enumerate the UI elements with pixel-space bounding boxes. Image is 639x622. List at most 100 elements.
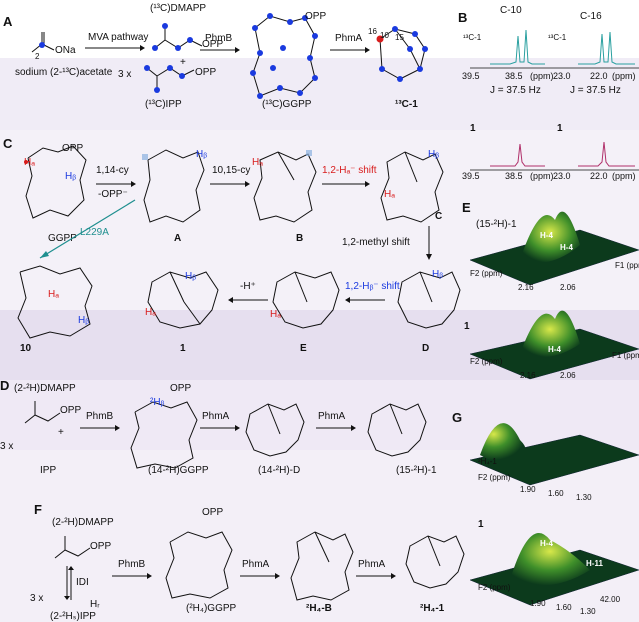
panel-a-letter: A xyxy=(3,14,13,29)
ipp-opp: OPP xyxy=(195,67,217,78)
d-D-label: (14-²H)-D xyxy=(258,465,301,476)
f-B-label: ²H₄-B xyxy=(306,603,332,614)
phmb-label-a: PhmB xyxy=(205,33,233,44)
c-arrow-down xyxy=(426,226,432,260)
c-ggpp-structure xyxy=(24,145,87,219)
g-surface-top xyxy=(469,423,639,486)
ggpp-13c-label: (¹³C)GGPP xyxy=(262,99,312,110)
c-10-ha: Hₐ xyxy=(48,289,59,300)
c-arrow-minusH xyxy=(228,297,268,303)
f-ggpp-opp: OPP xyxy=(202,507,224,518)
e-label: (15-²H)-1 xyxy=(476,219,517,230)
d-ipp: IPP xyxy=(40,465,57,476)
sodium-acetate-label: sodium (2-¹³C)acetate xyxy=(15,67,113,78)
c-step3: 1,2-Hₐ⁻ shift xyxy=(322,165,377,176)
d-phma-arrow-1 xyxy=(200,425,240,431)
c-l229a: L229A xyxy=(80,227,109,238)
d-ggpp-structure xyxy=(130,401,198,469)
c-hb-1: Hᵦ xyxy=(65,171,77,182)
b-axis1-c: (ppm) xyxy=(530,71,554,81)
c-C-ha: Hₐ xyxy=(384,189,395,200)
plus-a: + xyxy=(180,57,186,68)
d-plus: + xyxy=(58,427,64,438)
c-1-hb: Hᵦ xyxy=(185,271,197,282)
c-E-ha: Hₐ xyxy=(270,309,281,320)
product-13c-structure xyxy=(376,26,428,82)
c-D-structure xyxy=(397,271,461,329)
d-phma-arrow-2 xyxy=(316,425,356,431)
f-idi-arrow xyxy=(64,566,74,600)
ggpp-opp: OPP xyxy=(305,11,327,22)
ggpp-13c-structure xyxy=(250,13,318,99)
d-D-structure xyxy=(245,403,305,457)
dmapp-opp: OPP xyxy=(202,39,224,50)
g-surface-bottom xyxy=(469,533,639,606)
c-B-structure xyxy=(253,150,317,223)
mva-arrow xyxy=(85,45,145,51)
acetate-ona: ONa xyxy=(55,45,76,56)
f-phmb: PhmB xyxy=(118,559,146,570)
f-dmapp: (2-²H)DMAPP xyxy=(52,517,114,528)
d-ggpp-label: (14-²H)GGPP xyxy=(148,465,209,476)
b-axis3-b: 38.5 xyxy=(505,171,523,181)
b-one-b: 1 xyxy=(557,123,563,134)
g-t3-top: 1.30 xyxy=(576,493,592,502)
c-D-label: D xyxy=(422,343,430,354)
b-axis1-b: 38.5 xyxy=(505,71,523,81)
e-peak1: H-4 xyxy=(540,231,553,240)
c-methyl-shift: 1,2-methyl shift xyxy=(342,237,410,248)
prod-n15: 15 xyxy=(395,33,404,42)
panel-d-letter: D xyxy=(0,378,10,393)
b-j2: J = 37.5 Hz xyxy=(570,85,621,96)
d-dmapp-structure xyxy=(24,401,61,424)
prod-n10: 10 xyxy=(380,31,389,40)
f-ggpp-structure xyxy=(165,531,233,599)
d-dmapp: (2-²H)DMAPP xyxy=(14,383,76,394)
d-phmb-arrow xyxy=(80,425,120,431)
d-opp: OPP xyxy=(170,383,192,394)
c-A-label: A xyxy=(174,233,182,244)
g-f2-top: F2 (ppm) xyxy=(478,473,511,482)
d-phma1: PhmA xyxy=(202,411,230,422)
band-a-lower xyxy=(0,58,639,130)
f-prod-label: ²H₄-1 xyxy=(420,603,445,614)
d-prod-label: (15-²H)-1 xyxy=(396,465,437,476)
b-axis4-a: 23.0 xyxy=(553,171,571,181)
e-f2: F2 (ppm) xyxy=(470,269,503,278)
mid-t2: 2.06 xyxy=(560,371,576,380)
f-B-structure xyxy=(290,531,354,601)
d-phmb: PhmB xyxy=(86,411,114,422)
panel-f-letter: F xyxy=(34,502,42,517)
g-f1-t1: 42.00 xyxy=(600,595,621,604)
g-peak-h11: H-11 xyxy=(586,559,603,568)
c-E-structure xyxy=(272,271,340,329)
b-spectrum-top xyxy=(470,29,639,69)
band-d xyxy=(0,380,639,450)
g-peak-h4: H-4 xyxy=(540,539,553,548)
c-ggpp-label: GGPP xyxy=(48,233,77,244)
c-opp-1: OPP xyxy=(62,143,84,154)
c-1-ha: Hₐ xyxy=(145,307,156,318)
c-arrow-3 xyxy=(322,181,370,187)
f-ggpp-label: (²H₄)GGPP xyxy=(186,603,237,614)
g-t2-top: 1.60 xyxy=(548,489,564,498)
b-c1-b: ¹³C-1 xyxy=(548,33,567,42)
f-phma1: PhmA xyxy=(242,559,270,570)
mid-f2: F2 (ppm) xyxy=(470,357,503,366)
f-ipp: (2-²Hₛ)IPP xyxy=(50,611,96,622)
c-step1: 1,14-cy xyxy=(96,165,129,176)
c-B-label: B xyxy=(296,233,304,244)
c-D-hb: Hᵦ xyxy=(432,269,444,280)
panel-e-letter: E xyxy=(462,200,471,215)
f-dmapp-structure xyxy=(54,536,91,559)
dmapp-13c: (¹³C)DMAPP xyxy=(150,3,207,14)
b-c16-label: C-16 xyxy=(580,11,602,22)
c-C-structure xyxy=(380,151,444,223)
mva-label: MVA pathway xyxy=(88,32,149,43)
b-j1: J = 37.5 Hz xyxy=(490,85,541,96)
c-l229a-arrow xyxy=(39,199,136,259)
c-step2: 10,15-cy xyxy=(212,165,251,176)
e-t2: 2.06 xyxy=(560,283,576,292)
b-axis2-a: 23.0 xyxy=(553,71,571,81)
f-idi: IDI xyxy=(76,577,89,588)
